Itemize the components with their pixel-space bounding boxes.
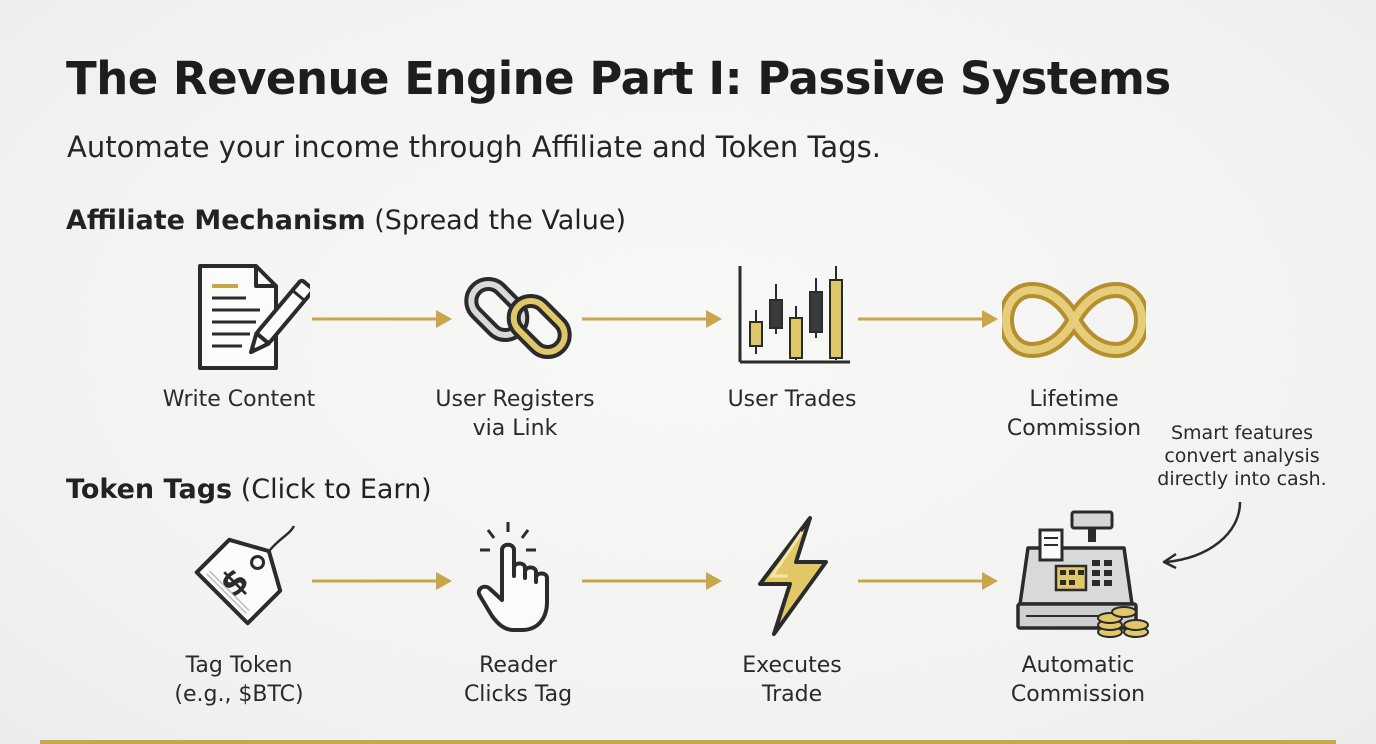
token-tags-heading-title: Token Tags — [66, 474, 233, 505]
arrow-right-icon — [312, 310, 452, 328]
arrow-right-icon — [582, 572, 722, 590]
token-tags-heading-note: (Click to Earn) — [232, 474, 432, 505]
chain-link-icon — [464, 277, 572, 359]
step-label-executes-trade: Executes Trade — [742, 653, 842, 707]
step-label-write-content: Write Content — [162, 387, 316, 412]
arrow-right-icon — [858, 572, 998, 590]
affiliate-heading-title: Affiliate Mechanism — [66, 205, 366, 236]
token-tags-heading: Token Tags (Click to Earn) — [66, 474, 432, 505]
step-label-user-registers: User Registers via Link — [435, 387, 595, 441]
arrow-right-icon — [312, 572, 452, 590]
step-label-user-trades: User Trades — [727, 387, 857, 412]
arrow-right-icon — [582, 310, 722, 328]
infinity-icon — [1002, 282, 1146, 358]
step-label-reader-clicks: Reader Clicks Tag — [463, 653, 573, 707]
bottom-divider — [40, 740, 1336, 744]
document-pen-icon — [198, 264, 310, 370]
step-label-lifetime-commission: Lifetime Commission — [1006, 387, 1142, 441]
annotation-note: Smart features convert analysis directly… — [1157, 422, 1327, 490]
page-title: The Revenue Engine Part I: Passive Syste… — [66, 52, 1171, 105]
affiliate-heading: Affiliate Mechanism (Spread the Value) — [66, 205, 626, 236]
pointer-click-icon — [476, 522, 549, 632]
cash-register-icon — [1016, 510, 1149, 638]
step-label-automatic-commission: Automatic Commission — [1010, 653, 1146, 707]
price-tag-dollar-icon: $ — [194, 525, 296, 626]
curved-arrow-icon — [1162, 501, 1242, 570]
arrow-right-icon — [858, 310, 998, 328]
page-subtitle: Automate your income through Affiliate a… — [67, 130, 881, 164]
step-label-tag-token: Tag Token (e.g., $BTC) — [174, 653, 304, 707]
candlestick-chart-icon — [738, 266, 850, 364]
lightning-bolt-icon — [758, 516, 828, 636]
affiliate-heading-note: (Spread the Value) — [365, 205, 627, 236]
